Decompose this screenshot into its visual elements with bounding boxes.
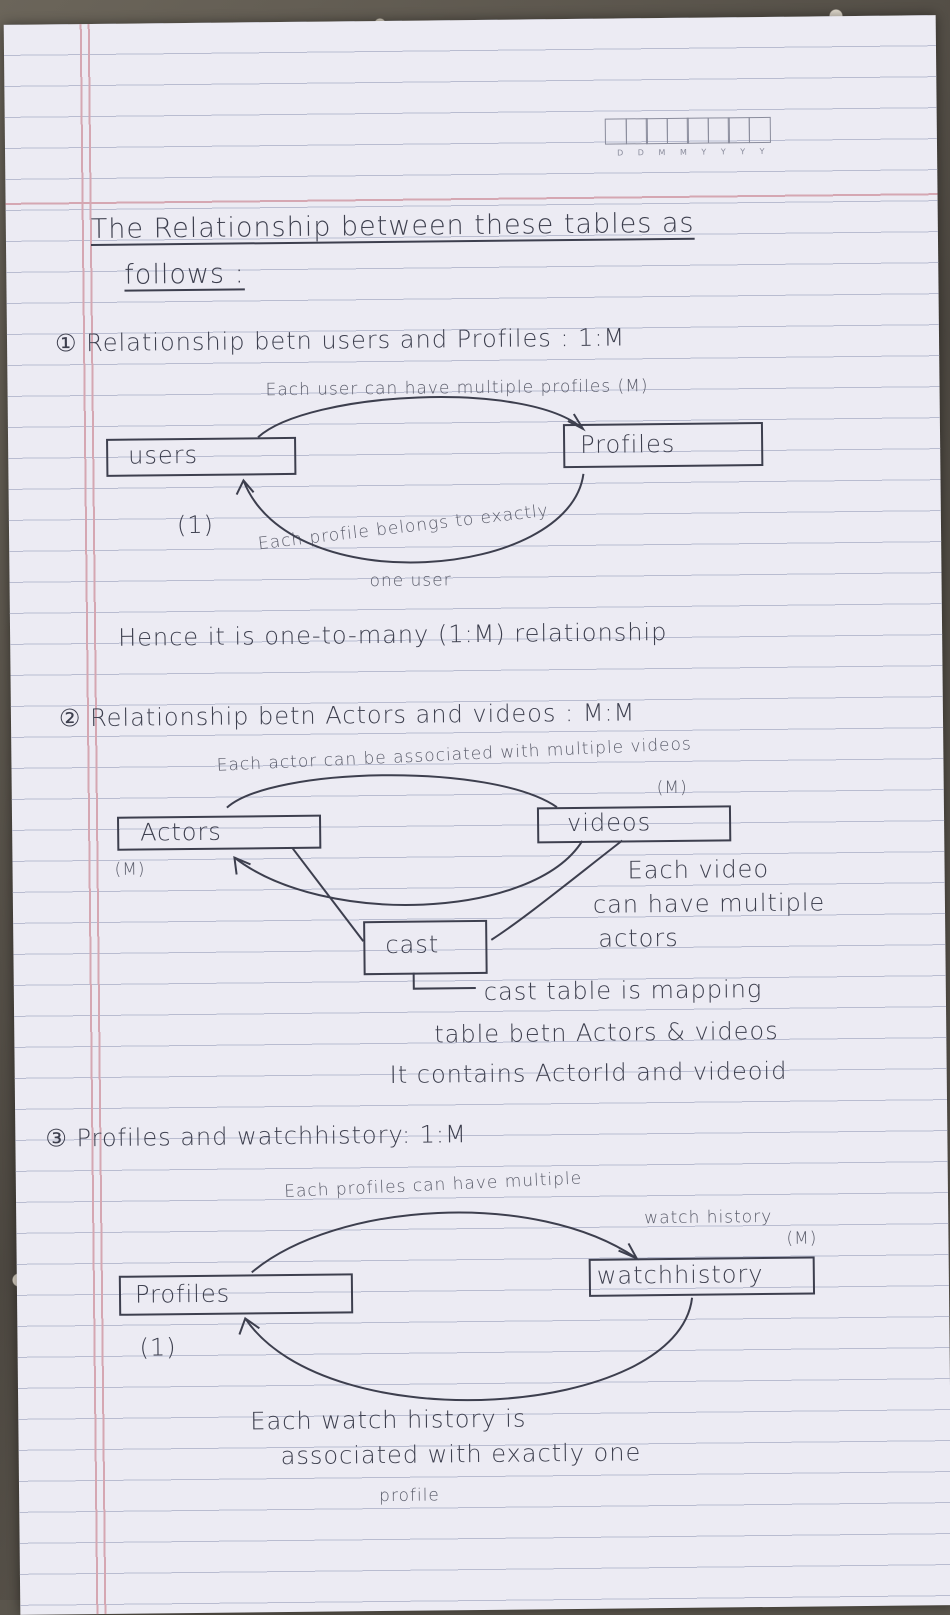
arrowhead-users	[235, 478, 255, 495]
arrowhead-profiles	[567, 413, 586, 432]
arc-watch-to-profiles	[244, 1297, 694, 1402]
arc-actors-to-videos	[226, 774, 558, 809]
arc-users-to-profiles	[257, 396, 584, 439]
diagram-arrows	[226, 396, 694, 1402]
arrow-cast-note	[412, 972, 476, 990]
line-videos-to-cast	[490, 839, 623, 941]
line-actors-to-cast	[291, 847, 365, 942]
arc-profiles-to-users	[242, 473, 585, 564]
notebook-page: D D M M Y Y Y Y The Relationship between…	[3, 15, 950, 1615]
arc-profiles-to-watch	[251, 1211, 638, 1274]
arrowhead-actors	[233, 855, 251, 875]
arrowhead-profiles3	[238, 1316, 260, 1335]
arc-videos-to-actors	[233, 840, 584, 906]
arrowhead-watch	[618, 1242, 639, 1261]
